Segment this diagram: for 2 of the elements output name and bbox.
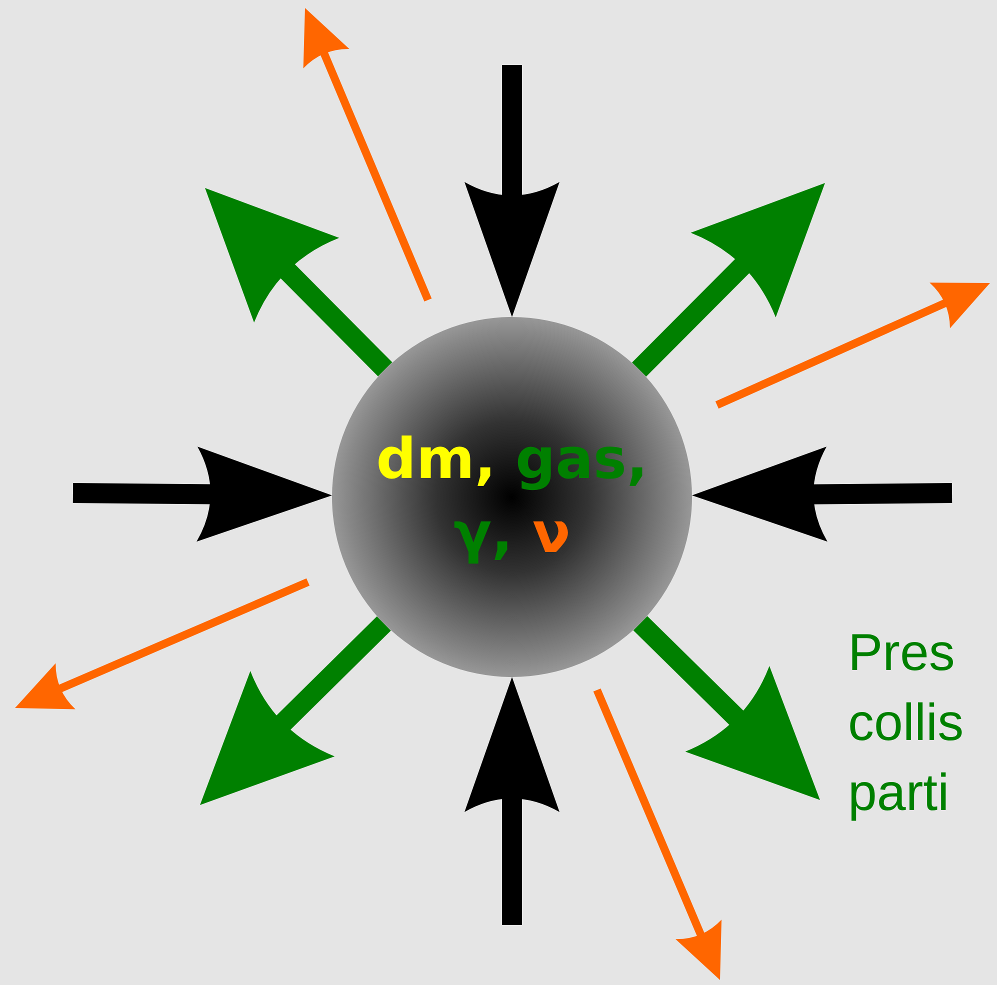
node-label: dm, gas, γ, ν (375, 426, 649, 568)
note-text: Pres collis parti (848, 623, 965, 824)
